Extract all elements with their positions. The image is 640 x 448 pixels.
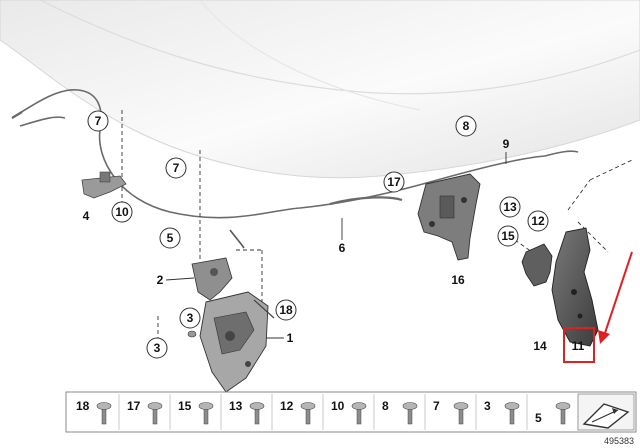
part-4-holder xyxy=(81,171,127,199)
highlight-marker xyxy=(563,251,633,363)
callout-18: 18 xyxy=(279,303,293,317)
fastener-icon xyxy=(555,402,571,425)
part-2-bracket xyxy=(191,257,233,301)
legend-number: 8 xyxy=(382,399,389,413)
legend-cell-15: 15 xyxy=(178,394,222,430)
callout-11: 11 xyxy=(572,339,585,353)
legend-number: 7 xyxy=(433,399,440,413)
fastener-icon xyxy=(504,402,520,425)
callout-3-lower: 3 xyxy=(154,341,161,355)
legend-number: 13 xyxy=(229,399,243,413)
legend-cell-8: 8 xyxy=(382,394,426,430)
callout-17: 17 xyxy=(387,175,401,189)
callout-3-lower-circle xyxy=(146,337,168,359)
catalog-number: 495383 xyxy=(604,436,634,446)
legend-cell-3: 3 xyxy=(484,394,528,430)
part-1-hood-lock xyxy=(199,291,275,393)
callout-16: 16 xyxy=(451,273,465,287)
legend-cell-17: 17 xyxy=(127,394,171,430)
legend-cell-18: 18 xyxy=(76,394,120,430)
legend-cell-10: 10 xyxy=(331,394,375,430)
callout-6: 6 xyxy=(339,241,346,255)
callout-12-circle xyxy=(527,210,549,232)
fastener-icon xyxy=(300,402,316,425)
callout-17-circle xyxy=(383,171,405,193)
callout-15-circle xyxy=(497,225,519,247)
callout-7-middle: 7 xyxy=(173,161,180,175)
fastener-icon xyxy=(198,402,214,425)
part-3-screw xyxy=(187,330,197,338)
callout-8: 8 xyxy=(463,119,470,133)
legend-number: 18 xyxy=(76,399,90,413)
callout-18-circle xyxy=(275,299,297,321)
fastener-icon xyxy=(453,402,469,425)
legend-number: 12 xyxy=(280,399,294,413)
callout-14: 14 xyxy=(533,339,547,353)
callout-1: 1 xyxy=(287,331,294,345)
callout-12: 12 xyxy=(531,214,545,228)
fastener-legend: 18 17 15 13 12 10 8 7 3 5 xyxy=(65,391,637,433)
legend-frame xyxy=(65,391,637,433)
legend-number: 5 xyxy=(535,411,542,425)
callout-13-circle xyxy=(499,196,521,218)
part-15-lever xyxy=(521,243,553,287)
legend-number: 15 xyxy=(178,399,192,413)
callout-8-circle xyxy=(455,115,477,137)
callout-4: 4 xyxy=(83,209,90,223)
callout-5-circle xyxy=(159,227,181,249)
legend-number: 3 xyxy=(484,399,491,413)
hood-panel xyxy=(0,0,640,179)
legend-number: 17 xyxy=(127,399,141,413)
part-16-bracket xyxy=(417,173,481,261)
callout-2: 2 xyxy=(157,273,164,287)
callout-7-upper: 7 xyxy=(95,114,102,128)
callout-7-upper-circle xyxy=(87,110,109,132)
callout-9: 9 xyxy=(503,137,510,151)
callout-2-leader xyxy=(165,277,195,281)
fastener-icon xyxy=(249,402,265,425)
fastener-icon xyxy=(96,402,112,425)
callout-13: 13 xyxy=(503,200,517,214)
legend-cell-13: 13 xyxy=(229,394,273,430)
fastener-icon xyxy=(402,402,418,425)
callout-5: 5 xyxy=(167,231,174,245)
fastener-icon xyxy=(351,402,367,425)
callout-7-middle-circle xyxy=(165,157,187,179)
callout-3-upper: 3 xyxy=(187,311,194,325)
callout-15: 15 xyxy=(501,229,515,243)
fastener-icon xyxy=(147,402,163,425)
callout-3-upper-circle xyxy=(179,307,201,329)
callout-10-circle xyxy=(111,201,133,223)
legend-cell-7: 7 xyxy=(433,394,477,430)
bowden-cable xyxy=(11,89,579,249)
callout-10: 10 xyxy=(115,205,129,219)
legend-number: 10 xyxy=(331,399,345,413)
legend-arrow-cell xyxy=(577,393,635,431)
legend-cell-12: 12 xyxy=(280,394,324,430)
